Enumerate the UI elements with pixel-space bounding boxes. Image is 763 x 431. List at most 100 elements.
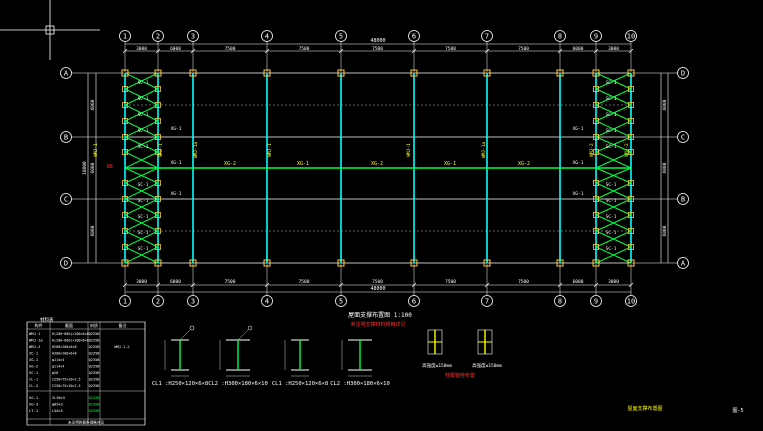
brace-node-square bbox=[122, 196, 128, 202]
column-anchor-square bbox=[556, 259, 564, 267]
axis-bubble-top-7-circle bbox=[481, 30, 493, 42]
legend-footer-section: φ89×3 bbox=[52, 403, 63, 407]
x-brace-right-1-b bbox=[595, 88, 632, 106]
dim-tick bbox=[190, 48, 196, 54]
axis-bubble-bottom-4-circle bbox=[261, 295, 273, 307]
legend-row-section: C250×75×20×2.5 bbox=[52, 384, 81, 388]
axis-bubble-right-A-circle bbox=[677, 257, 689, 269]
anchor-detail-caption-left: 高强度≤150mm bbox=[422, 362, 452, 369]
bracing-label-right-6: SC-1 bbox=[606, 198, 617, 204]
legend-row-material: Q235B bbox=[89, 384, 100, 388]
x-brace-left-7-b bbox=[124, 182, 159, 200]
bracing-label-right-4: SC-1 bbox=[606, 144, 617, 150]
x-brace-right-6-b bbox=[595, 167, 632, 184]
bracing-label-left-1: SC-1 bbox=[138, 96, 149, 102]
strut-label-4: XG-2 bbox=[518, 161, 530, 167]
legend-footnote: 未注明的檩条规格详见 bbox=[68, 420, 104, 425]
bracing-label-right-9: SC-1 bbox=[606, 246, 617, 252]
strut-short-label-right-2: XG-1 bbox=[573, 191, 584, 197]
dim-tick bbox=[593, 48, 599, 54]
bay-dim-bottom: 7500 bbox=[299, 279, 310, 285]
section-label-3: CL1 :H250×120×6×8 bbox=[272, 381, 328, 387]
x-brace-right-7-b bbox=[595, 182, 632, 200]
section-leader-bubble bbox=[247, 325, 253, 331]
brace-node-square bbox=[628, 244, 634, 250]
column-anchor-square bbox=[410, 259, 418, 267]
legend-row-material: Q235B bbox=[89, 352, 100, 356]
axis-bubble-left-D-circle bbox=[60, 257, 72, 269]
legend-row-material: Q235B bbox=[89, 365, 100, 369]
dim-tick bbox=[338, 48, 344, 54]
column-anchor-square bbox=[154, 69, 162, 77]
column-anchor-square bbox=[337, 69, 345, 77]
legend-footer-section: 2L50×5 bbox=[52, 396, 65, 400]
crosshair-box bbox=[45, 25, 55, 35]
bay-dim-bottom: 7500 bbox=[372, 279, 383, 285]
column-anchor-square bbox=[592, 69, 600, 77]
legend-footer-material: Q235B bbox=[89, 396, 100, 400]
left-total-dim: 18000 bbox=[82, 161, 88, 175]
legend-row-section: φ20 bbox=[52, 371, 58, 375]
axis-bubble-bottom-5-circle bbox=[335, 295, 347, 307]
bay-dim-top: 7500 bbox=[299, 46, 310, 52]
axis-bubble-top-2-circle bbox=[152, 30, 164, 42]
strut-label-2: XG-2 bbox=[371, 161, 383, 167]
x-brace-left-8-b bbox=[124, 198, 159, 216]
legend-table-border bbox=[26, 321, 146, 426]
x-brace-right-9-b bbox=[595, 214, 632, 232]
dim-tick bbox=[264, 282, 270, 288]
legend-row-name: SC-1 bbox=[29, 370, 39, 375]
brace-node-square bbox=[593, 118, 599, 124]
section-leader bbox=[179, 329, 191, 341]
axis-bubble-top-4: 4 bbox=[265, 33, 269, 41]
strut-short-label-right-1: XG-1 bbox=[573, 160, 584, 166]
legend-row-name: XG-1 bbox=[29, 357, 39, 362]
x-brace-right-8-b bbox=[595, 198, 632, 216]
bay-dim-top: 7500 bbox=[372, 46, 383, 52]
section-label-4: CL2 :H300×180×6×10 bbox=[330, 381, 390, 387]
bracing-label-left-7: SC-1 bbox=[138, 214, 149, 220]
bottom-caption: 屋面支撑布置图 bbox=[627, 405, 662, 412]
column-label-3: WMJ-1 bbox=[406, 143, 412, 157]
axis-bubble-top-5: 5 bbox=[339, 33, 343, 41]
axis-bubble-top-3: 3 bbox=[191, 33, 195, 41]
bay-dim-top: 3000 bbox=[136, 46, 147, 52]
legend-row-section: φ114×4 bbox=[52, 365, 64, 369]
axis-bubble-left-B-circle bbox=[60, 131, 72, 143]
axis-bubble-bottom-1: 1 bbox=[123, 298, 127, 306]
column-label-4: WMJ-1a bbox=[481, 142, 487, 159]
section-label-1: CL1 :H250×120×6×8 bbox=[152, 381, 208, 387]
axis-bubble-top-5-circle bbox=[335, 30, 347, 42]
bay-dim-bottom: 7500 bbox=[518, 279, 529, 285]
axis-bubble-top-7: 7 bbox=[485, 33, 489, 41]
axis-bubble-top-8-circle bbox=[554, 30, 566, 42]
brace-node-square bbox=[593, 212, 599, 218]
drawing-note: 未注明支撑材料规格详见 bbox=[350, 321, 405, 328]
axis-bubble-bottom-8-circle bbox=[554, 295, 566, 307]
bracing-label-right-5: SC-1 bbox=[606, 182, 617, 188]
overall-dim-top: 48000 bbox=[370, 38, 385, 44]
legend-row-name: CL-2 bbox=[29, 383, 38, 388]
dim-tick bbox=[190, 282, 196, 288]
axis-bubble-bottom-3-circle bbox=[187, 295, 199, 307]
legend-row-material: Q235B bbox=[89, 332, 100, 336]
column-anchor-square bbox=[627, 69, 635, 77]
legend-row-section: H(200~600)×200×6×8 bbox=[52, 332, 89, 336]
bracing-label-left-2: SC-1 bbox=[138, 112, 149, 118]
x-brace-left-4-b bbox=[124, 136, 159, 153]
legend-header-2: 材质 bbox=[90, 322, 98, 328]
axis-bubble-left-D: D bbox=[64, 260, 68, 268]
bracing-label-left-4: SC-1 bbox=[138, 144, 149, 150]
legend-row-name: WMJ-1a bbox=[29, 338, 43, 343]
section-leader bbox=[237, 329, 249, 341]
axis-bubble-bottom-1-circle bbox=[119, 295, 131, 307]
strut-label-3: XG-1 bbox=[444, 161, 456, 167]
axis-bubble-top-10-circle bbox=[625, 30, 637, 42]
left-dim: 6000 bbox=[90, 99, 96, 110]
column-label-5: WMJ-2 bbox=[589, 143, 595, 157]
axis-bubble-left-B: B bbox=[64, 134, 68, 142]
legend-row-material: Q235B bbox=[89, 378, 100, 382]
anchor-detail-caption-right: 高强度≤150mm bbox=[472, 362, 502, 369]
